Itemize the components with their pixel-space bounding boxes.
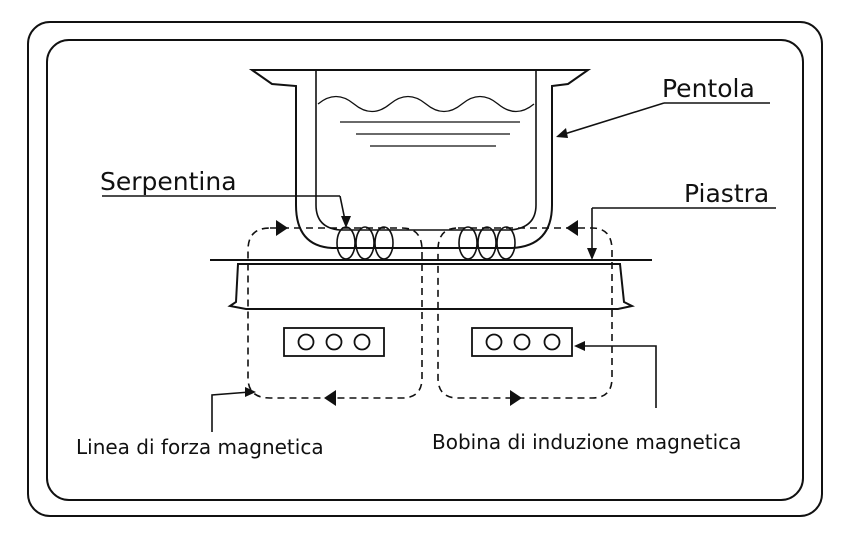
induction-coil-right	[471, 327, 573, 357]
induction-coil-left	[283, 327, 385, 357]
pot	[248, 69, 592, 249]
water-surface	[317, 95, 535, 113]
label-induction-coil: Bobina di induzione magnetica	[432, 430, 741, 454]
field-lines	[247, 227, 613, 399]
cooktop-plate	[210, 259, 652, 310]
label-field-line: Linea di forza magnetica	[76, 435, 324, 459]
serpentine-coils	[336, 226, 516, 260]
label-pot: Pentola	[662, 74, 755, 103]
leader-arrowheads	[245, 128, 597, 397]
field-arrows	[276, 220, 578, 406]
label-plate: Piastra	[684, 179, 769, 208]
inner-frame	[46, 39, 804, 501]
leader-lines	[102, 102, 776, 432]
outer-frame	[27, 21, 823, 517]
label-coil: Serpentina	[100, 167, 237, 196]
